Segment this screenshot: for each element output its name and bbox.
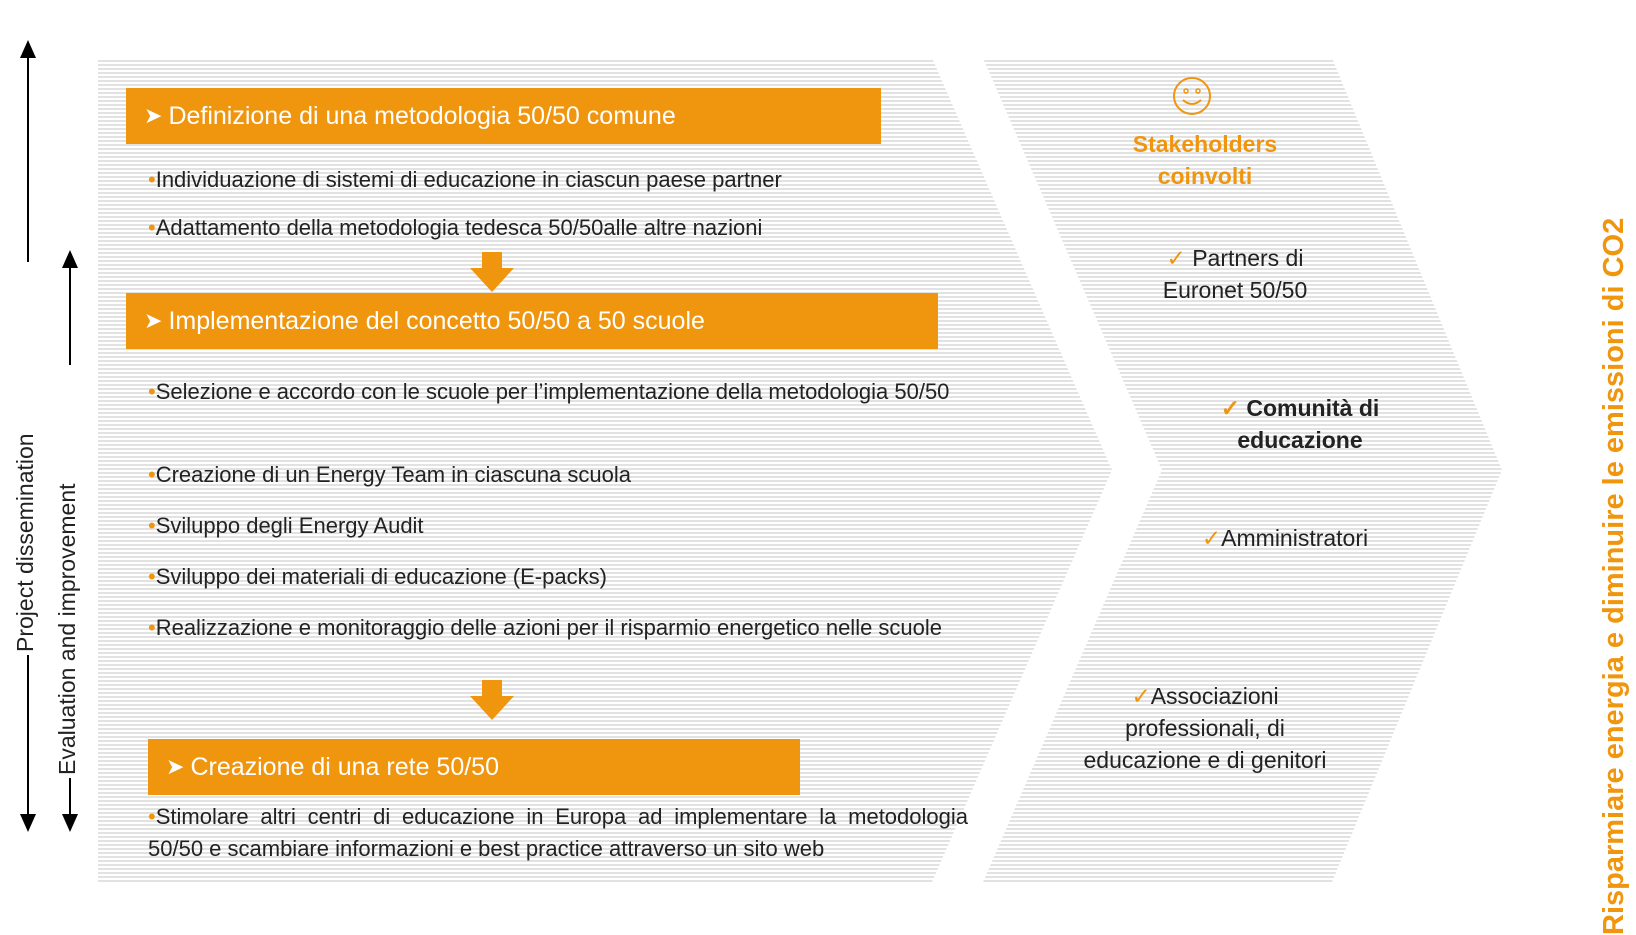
- bullet-text: Creazione di un Energy Team in ciascuna …: [155, 462, 632, 487]
- bullet-item: •Sviluppo degli Energy Audit: [148, 510, 1048, 542]
- stakeholder-item: ✓ Comunità di educazione: [1180, 392, 1420, 456]
- stakeholder-text: Partners di Euronet 50/50: [1162, 245, 1308, 303]
- bullet-item: •Creazione di un Energy Team in ciascuna…: [148, 459, 1048, 491]
- bullet-item: •Selezione e accordo con le scuole per l…: [148, 376, 1078, 408]
- checkmark-icon: ✓: [1166, 245, 1186, 271]
- arrow-bullet-icon: ➤: [144, 308, 163, 333]
- bullet-text: Adattamento della metodologia tedesca 50…: [155, 215, 763, 240]
- bullet-dot-icon: •: [148, 513, 156, 538]
- bullet-text: Individuazione di sistemi di educazione …: [155, 167, 782, 192]
- bullet-text: Selezione e accordo con le scuole per l’…: [155, 379, 950, 404]
- section-header-definizione: ➤ Definizione di una metodologia 50/50 c…: [126, 88, 881, 144]
- bullet-dot-icon: •: [148, 167, 156, 192]
- bullet-dot-icon: •: [148, 564, 156, 589]
- bullet-text: Sviluppo dei materiali di educazione (E-…: [155, 564, 607, 589]
- bullet-item: •Realizzazione e monitoraggio delle azio…: [148, 612, 1058, 644]
- stakeholder-item: ✓ Partners di Euronet 50/50: [1140, 242, 1330, 306]
- stakeholder-text: Comunità di educazione: [1237, 395, 1380, 453]
- stakeholder-item: ✓Associazioni professionali, di educazio…: [1070, 680, 1340, 776]
- section-header-implementazione: ➤ Implementazione del concetto 50/50 a 5…: [126, 293, 938, 349]
- bullet-text: Realizzazione e monitoraggio delle azion…: [155, 615, 943, 640]
- bullet-dot-icon: •: [148, 804, 156, 829]
- left-axes: [20, 40, 78, 832]
- arrow-bullet-icon: ➤: [144, 103, 163, 128]
- bullet-item: •Individuazione di sistemi di educazione…: [148, 164, 968, 196]
- arrow-bullet-icon: ➤: [166, 754, 185, 779]
- down-arrow-icon: [470, 680, 514, 720]
- checkmark-icon: ✓: [1131, 683, 1151, 709]
- project-dissemination-label: Project dissemination: [12, 433, 38, 652]
- bullet-dot-icon: •: [148, 615, 156, 640]
- down-arrow-icon: [470, 252, 514, 292]
- stakeholders-title: Stakeholders coinvolti: [1132, 131, 1278, 189]
- bullet-dot-icon: •: [148, 379, 156, 404]
- stakeholder-text: Amministratori: [1221, 525, 1369, 551]
- inner-axis-arrow: [62, 250, 78, 832]
- bullet-text: Sviluppo degli Energy Audit: [155, 513, 424, 538]
- stakeholder-item: ✓Amministratori: [1160, 522, 1410, 554]
- stakeholders-chevron: [983, 58, 1502, 882]
- section-header-rete: ➤ Creazione di una rete 50/50: [148, 739, 800, 795]
- main-chevron: [98, 58, 1112, 882]
- section-header-text: Definizione di una metodologia 50/50 com…: [168, 101, 676, 130]
- stakeholder-text: Associazioni professionali, di educazion…: [1083, 683, 1327, 773]
- outer-axis-arrow: [20, 40, 36, 832]
- bullet-item: •Stimolare altri centri di educazione in…: [148, 801, 968, 865]
- checkmark-icon: ✓: [1201, 525, 1222, 551]
- side-title: Risparmiare energia e diminuire le emiss…: [1598, 217, 1630, 935]
- checkmark-icon: ✓: [1220, 395, 1240, 421]
- bullet-dot-icon: •: [148, 462, 156, 487]
- bullet-text: Stimolare altri centri di educazione in …: [148, 804, 968, 861]
- section-header-text: Implementazione del concetto 50/50 a 50 …: [168, 306, 705, 335]
- smiley-icon: [1173, 77, 1211, 115]
- section-header-text: Creazione di una rete 50/50: [190, 752, 499, 781]
- bullet-dot-icon: •: [148, 215, 156, 240]
- bullet-item: •Adattamento della metodologia tedesca 5…: [148, 212, 968, 244]
- bullet-item: •Sviluppo dei materiali di educazione (E…: [148, 561, 1048, 593]
- evaluation-improvement-label: Evaluation and improvement: [54, 483, 80, 776]
